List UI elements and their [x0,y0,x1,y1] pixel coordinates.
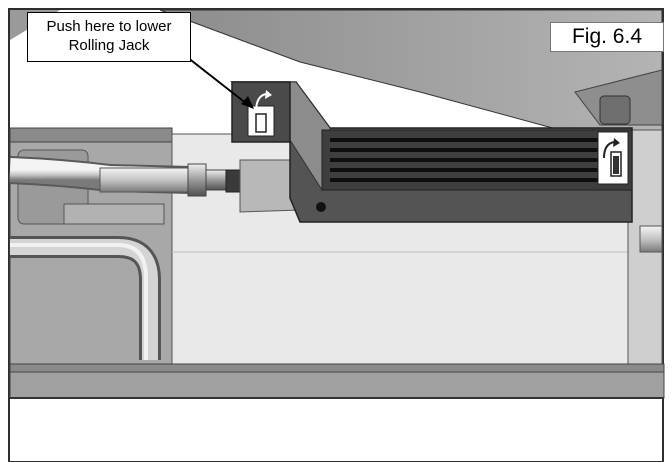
right-housing [627,129,663,369]
callout-label: Push here to lower Rolling Jack [27,12,191,62]
left-pipe [10,236,161,360]
vent-grille [330,138,600,182]
push-lever-block [231,81,291,143]
hydraulic-hose [9,156,243,197]
push-lever-icon [255,90,272,113]
upper-housing [10,9,663,131]
callout-line-2: Rolling Jack [68,37,150,54]
bottom-rail [9,363,665,399]
push-lever-icon-right [597,131,629,185]
jack-bolt [316,202,326,212]
callout-line-1: Push here to lower [46,18,172,35]
figure-label: Fig. 6.4 [550,22,664,52]
